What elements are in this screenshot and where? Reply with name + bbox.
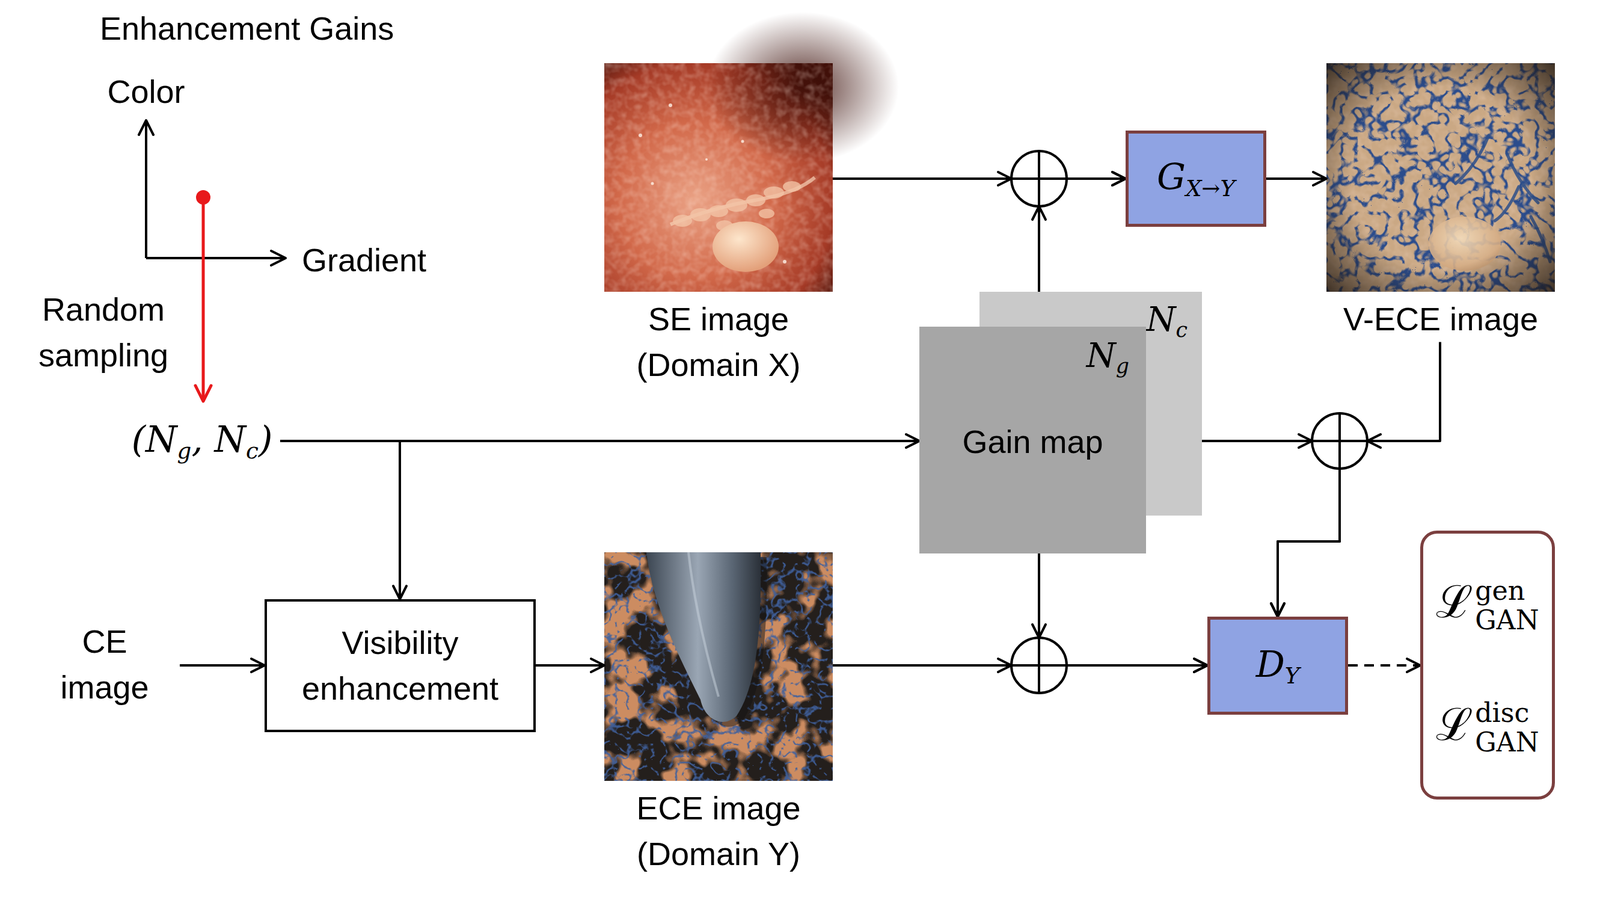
node-label: CE image xyxy=(34,618,175,710)
script: X→Y xyxy=(1185,174,1236,202)
annotation-label: Color xyxy=(107,69,185,115)
annotation-label: Enhancement Gains xyxy=(99,6,394,52)
image-panel: V-ECE image xyxy=(1326,63,1555,343)
superscript: disc xyxy=(1474,698,1539,728)
loss-box: ℒGANgenℒGANdisc xyxy=(1420,530,1555,800)
node-label: (Ng, Nc) xyxy=(131,417,273,465)
superscript: gen xyxy=(1474,576,1539,606)
sub-sup: GANdisc xyxy=(1474,698,1539,758)
sampling-arrow xyxy=(202,197,206,402)
node-label: V-ECE image xyxy=(1343,296,1539,343)
sample-dot xyxy=(196,190,211,205)
script: g xyxy=(1115,353,1130,378)
connector xyxy=(1039,553,1208,666)
symbol: ℒ xyxy=(1435,698,1474,750)
image-panel: SE image (Domain X) xyxy=(604,63,833,388)
symbol: N xyxy=(1086,335,1116,375)
node-label: ECE image (Domain Y) xyxy=(604,785,833,877)
parameter-node: (Ng, Nc) xyxy=(123,416,281,465)
symbol: ) xyxy=(258,417,273,460)
generator-box: GX→Y xyxy=(1125,130,1267,227)
connector xyxy=(179,663,265,667)
script: c xyxy=(245,437,259,464)
sub-sup: GANgen xyxy=(1474,576,1539,635)
connector xyxy=(1266,177,1327,180)
endoscopy-image xyxy=(604,12,899,292)
image-panel: ECE image (Domain Y) xyxy=(604,551,833,877)
subscript: GAN xyxy=(1474,727,1539,758)
symbol: , N xyxy=(191,417,246,460)
node-label: SE image (Domain X) xyxy=(604,296,833,388)
node-label: ℒGANgen xyxy=(1435,572,1539,635)
symbol: D xyxy=(1256,642,1285,685)
node-label: Gain map xyxy=(962,419,1103,465)
symbol: ℒ xyxy=(1435,575,1474,628)
annotation-label: Gradient xyxy=(301,237,427,284)
input-node: CE image xyxy=(29,627,180,702)
script: c xyxy=(1176,317,1188,342)
annotation-label: Random sampling xyxy=(25,286,182,378)
node-label: Visibility enhancement xyxy=(281,619,519,711)
connector xyxy=(280,440,400,599)
script: Y xyxy=(1284,662,1300,689)
connector xyxy=(535,663,605,667)
symbol: G xyxy=(1156,155,1186,198)
connector xyxy=(1277,342,1441,617)
gain-map-layer: NgGain map xyxy=(919,326,1147,554)
discriminator-box: DY xyxy=(1207,616,1349,715)
axis-line xyxy=(146,256,286,260)
node-label: Ng xyxy=(1086,334,1130,379)
node-label: Nc xyxy=(1146,298,1188,343)
symbol: (N xyxy=(131,417,178,460)
node-label: ℒGANdisc xyxy=(1435,695,1539,758)
symbol: N xyxy=(1146,299,1177,339)
enhanced-image xyxy=(1326,63,1555,292)
axis-line xyxy=(144,120,148,258)
subscript: GAN xyxy=(1474,605,1539,635)
process-box: Visibility enhancement xyxy=(264,598,536,732)
enhanced-image xyxy=(604,551,833,781)
connector xyxy=(1348,663,1421,667)
node-label: DY xyxy=(1256,642,1300,690)
node-label: GX→Y xyxy=(1156,155,1236,203)
script: g xyxy=(177,437,192,464)
